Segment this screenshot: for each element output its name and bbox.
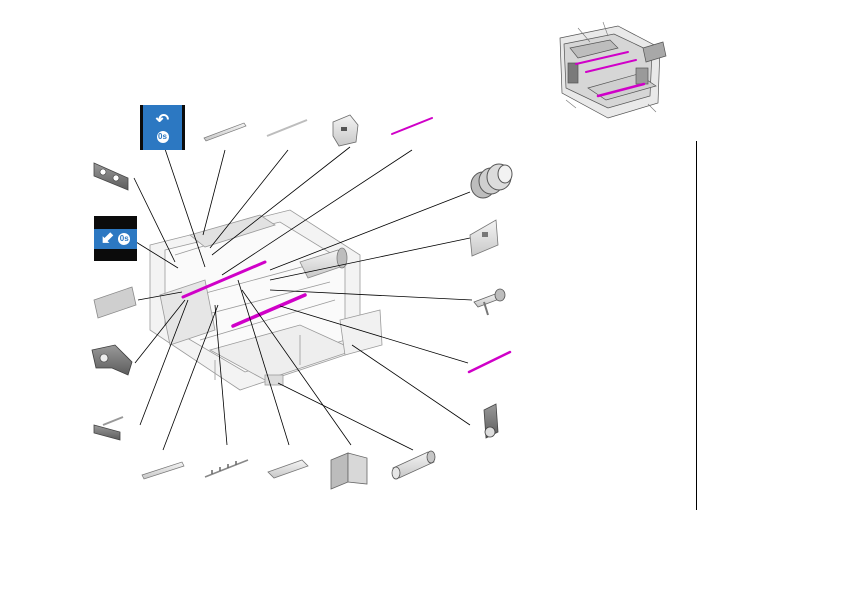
- overview-thumbnail: [559, 21, 667, 119]
- part-left-plate: [93, 162, 129, 191]
- part-left-cover: [93, 286, 137, 319]
- part-bottom-rail: [141, 461, 185, 480]
- part-top-shaft-thin: [266, 119, 308, 137]
- return-arrow-icon: ↶: [155, 111, 170, 129]
- left-arrow-badge: ⬋ 0s: [94, 216, 137, 261]
- badge-code: 0s: [156, 130, 169, 143]
- part-right-pin: [473, 288, 506, 316]
- assembly-shafts: [181, 260, 307, 328]
- leader-lines: [133, 146, 473, 451]
- part-top-bracket: [332, 114, 359, 147]
- part-top-magenta-pin: [391, 117, 433, 135]
- badge-code: 0s: [118, 232, 131, 245]
- part-left-lever: [91, 344, 133, 376]
- part-right-hinge: [483, 403, 499, 439]
- part-right-magenta-shaft: [467, 350, 512, 374]
- part-bottom-tube: [391, 450, 436, 480]
- part-right-spring: [470, 163, 513, 199]
- part-left-pin-plate: [93, 416, 124, 441]
- part-top-rod: [203, 122, 247, 142]
- part-bottom-comb: [204, 459, 249, 478]
- return-badge: ↶ 0s: [140, 105, 185, 150]
- part-bottom-plate: [267, 459, 309, 479]
- part-right-bracket: [469, 219, 499, 257]
- left-arrow-icon: ⬋: [100, 229, 115, 247]
- right-divider: [696, 141, 697, 510]
- part-bottom-folded-bracket: [330, 452, 368, 490]
